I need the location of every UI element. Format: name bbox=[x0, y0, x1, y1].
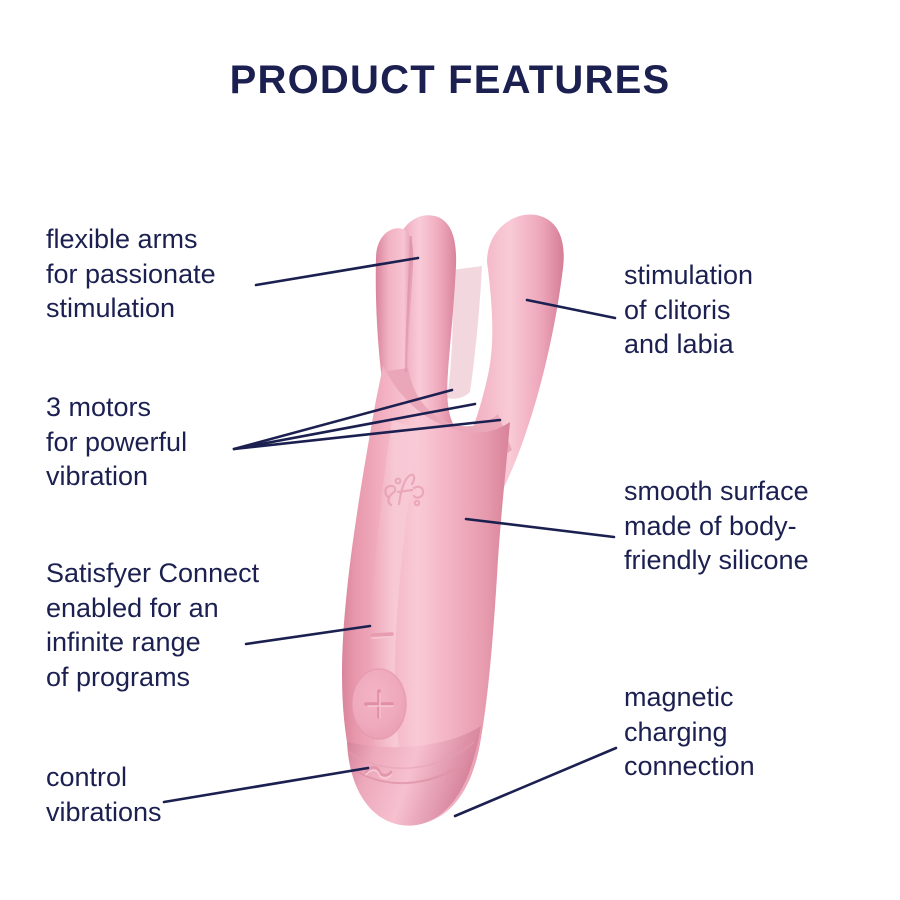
plus-button bbox=[351, 668, 407, 740]
callout-satisfyer-connect: Satisfyer Connect enabled for an infinit… bbox=[46, 558, 260, 692]
page-title: PRODUCT FEATURES bbox=[229, 58, 671, 102]
callout-three-motors: 3 motors for powerful vibration bbox=[46, 392, 188, 492]
product-arm-groove bbox=[404, 235, 413, 373]
callout-control-vibrations: control vibrations bbox=[46, 762, 162, 827]
callout-magnetic-charging: magnetic charging connection bbox=[624, 682, 755, 782]
callout-flexible-arms: flexible arms for passionate stimulation bbox=[46, 224, 216, 324]
callout-stimulation-clitoris-labia: stimulation of clitoris and labia bbox=[624, 260, 754, 360]
satisfyer-logo-icon bbox=[384, 473, 425, 507]
product-fork-shadow bbox=[447, 266, 482, 399]
power-button bbox=[364, 766, 393, 779]
callout-smooth-surface: smooth surface made of body- friendly si… bbox=[624, 476, 809, 576]
product-body-group bbox=[341, 214, 564, 826]
minus-button bbox=[370, 632, 394, 639]
product-base bbox=[347, 726, 481, 826]
